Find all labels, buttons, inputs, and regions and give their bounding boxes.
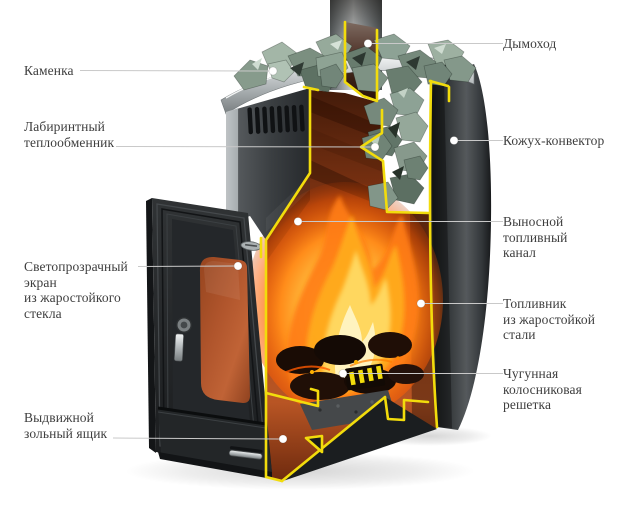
convection-vents [247, 104, 305, 135]
door-logo-badge [240, 241, 262, 251]
ash-drawer-handle [228, 446, 263, 460]
callout-label-grate: Чугунная колосниковая решетка [503, 366, 582, 412]
callout-dot-glass-screen [233, 261, 243, 271]
callout-dot-firebox [416, 299, 426, 308]
callout-dot-chimney [363, 39, 373, 48]
callout-label-glass-screen: Светопрозрачный экран из жаростойкого ст… [24, 259, 128, 321]
ash-drawer [157, 406, 272, 479]
door-glass [199, 256, 250, 403]
door-handle [174, 317, 192, 362]
callout-label-heat-exchanger: Лабиринтный теплообменник [24, 119, 115, 150]
callout-dot-heat-exchanger [370, 142, 380, 152]
callout-dots [233, 39, 459, 444]
callout-dot-grate [338, 369, 348, 378]
callout-line-ash-box [112, 437, 280, 440]
callout-label-convector-casing: Кожух-конвектор [503, 133, 605, 148]
grate-bars [344, 363, 386, 391]
callout-dot-kamenka [268, 66, 278, 76]
callout-label-kamenka: Каменка [24, 63, 74, 78]
callout-dot-fuel-channel [293, 217, 303, 226]
callout-line-heat-exchanger [115, 146, 372, 148]
callout-dot-ash-box [278, 434, 288, 444]
callout-line-kamenka [79, 70, 270, 72]
callout-label-ash-box: Выдвижной зольный ящик [24, 410, 108, 441]
callout-line-glass-screen [137, 265, 235, 267]
cut-edges [259, 20, 451, 483]
callout-dot-convector-casing [449, 136, 459, 145]
kamenka-stones [233, 33, 477, 211]
convector-casing-shell [429, 64, 492, 430]
callout-label-chimney: Дымоход [503, 36, 557, 51]
callout-label-firebox: Топливник из жаростойкой стали [503, 296, 596, 342]
callout-lines [79, 43, 503, 440]
firebox-door [146, 198, 272, 479]
callout-label-fuel-channel: Выносной топливный канал [503, 214, 568, 260]
